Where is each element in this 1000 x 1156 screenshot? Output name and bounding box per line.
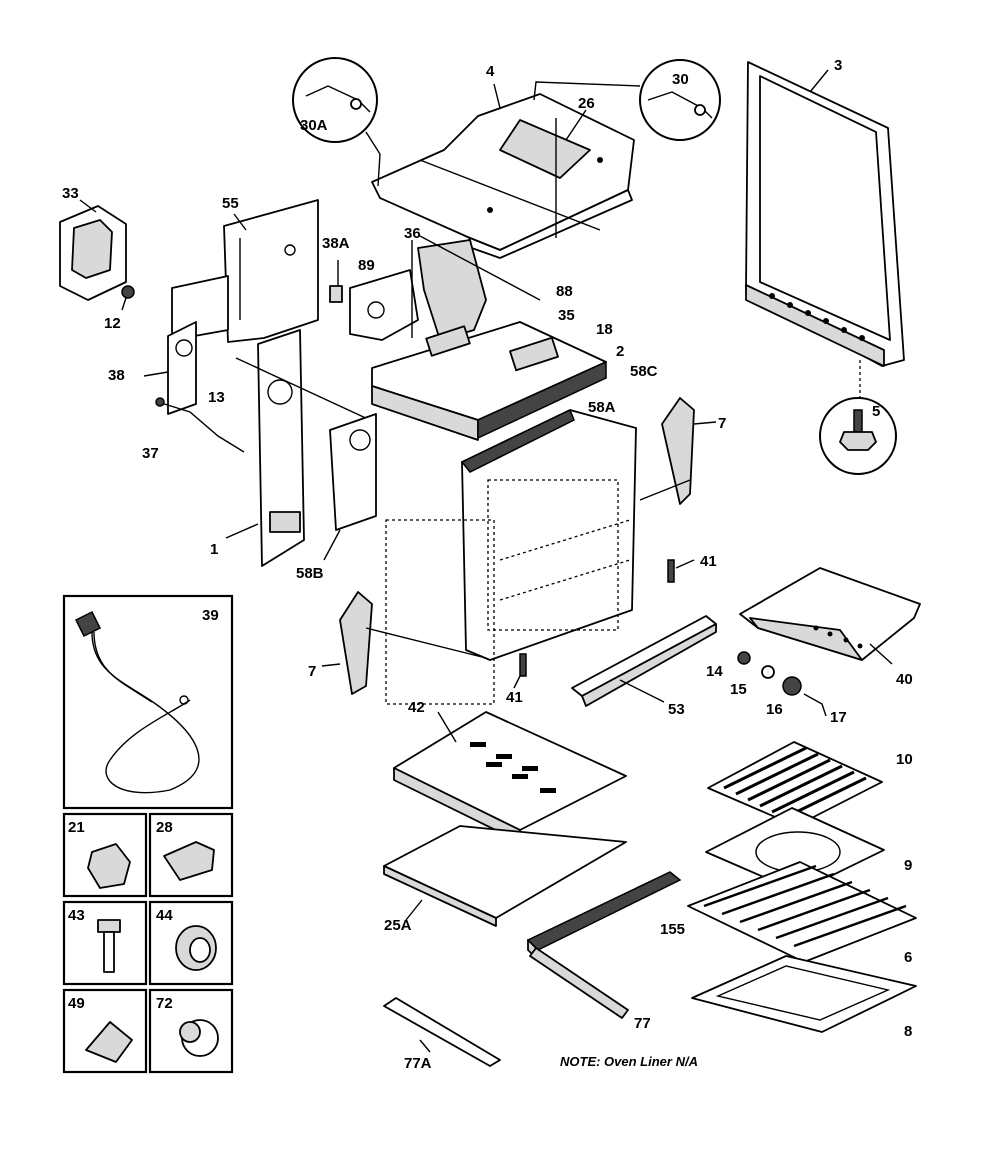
part-4-top-frame — [371, 83, 635, 259]
label-18: 18 — [596, 321, 613, 338]
part-6-oven-rack — [687, 861, 917, 963]
label-42: 42 — [408, 699, 425, 716]
label-4: 4 — [486, 63, 495, 80]
label-16: 16 — [766, 701, 783, 718]
label-72: 72 — [156, 995, 173, 1012]
part-2-cooktop — [371, 321, 607, 441]
label-44: 44 — [156, 907, 173, 924]
part-38a-clip — [329, 260, 343, 303]
label-26: 26 — [578, 95, 595, 112]
label-58a: 58A — [588, 399, 616, 416]
label-30a: 30A — [300, 117, 328, 134]
part-55-panel — [171, 199, 319, 343]
part-37-wire — [155, 397, 245, 453]
label-58b: 58B — [296, 565, 324, 582]
label-25a: 25A — [384, 917, 412, 934]
label-38a: 38A — [322, 235, 350, 252]
diagram-note: NOTE: Oven Liner N/A — [560, 1054, 698, 1069]
part-labels: 3 4 26 30 30A 33 55 12 38A 36 89 88 35 1… — [62, 57, 913, 1072]
label-1: 1 — [210, 541, 218, 558]
label-39: 39 — [202, 607, 219, 624]
label-55: 55 — [222, 195, 239, 212]
label-49: 49 — [68, 995, 85, 1012]
label-13: 13 — [208, 389, 225, 406]
label-8: 8 — [904, 1023, 912, 1040]
label-2: 2 — [616, 343, 624, 360]
label-30: 30 — [672, 71, 689, 88]
part-77a-bracket — [383, 997, 501, 1067]
part-42-shield — [393, 711, 627, 843]
part-40-broiler-panel — [739, 567, 921, 665]
part-1-side-panel — [225, 329, 371, 567]
part-30-detail — [533, 59, 721, 141]
label-3: 3 — [834, 57, 842, 74]
label-88: 88 — [556, 283, 573, 300]
label-77a: 77A — [404, 1055, 432, 1072]
part-38-bracket — [143, 321, 197, 415]
label-15: 15 — [730, 681, 747, 698]
label-58c: 58C — [630, 363, 658, 380]
part-33-bracket — [59, 199, 127, 301]
part-77-bracket — [529, 947, 629, 1019]
label-14: 14 — [706, 663, 723, 680]
part-7-hinge-upper — [639, 397, 717, 505]
label-21: 21 — [68, 819, 85, 836]
label-36: 36 — [404, 225, 421, 242]
part-41-clip-upper — [667, 559, 695, 583]
label-41-lower: 41 — [506, 689, 523, 706]
label-41-upper: 41 — [700, 553, 717, 570]
label-35: 35 — [558, 307, 575, 324]
label-33: 33 — [62, 185, 79, 202]
part-58b-insulation — [323, 413, 377, 561]
label-17: 17 — [830, 709, 847, 726]
part-8-liner — [691, 955, 917, 1033]
label-6: 6 — [904, 949, 912, 966]
part-53-rail — [571, 615, 717, 707]
part-39-power-cord — [62, 594, 234, 810]
part-25a-drawer-tray — [383, 825, 627, 927]
label-89: 89 — [358, 257, 375, 274]
label-7-upper: 7 — [718, 415, 726, 432]
oven-cavity — [385, 408, 637, 705]
label-5: 5 — [872, 403, 880, 420]
part-3-back-panel — [745, 61, 905, 367]
part-12-screw — [121, 285, 135, 311]
label-43: 43 — [68, 907, 85, 924]
part-30a-detail — [292, 57, 381, 187]
label-155: 155 — [660, 921, 685, 938]
part-10-broil-grid — [707, 741, 883, 827]
label-7-lower: 7 — [308, 663, 316, 680]
part-41-clip-lower — [513, 653, 527, 689]
part-36-89-mount — [349, 235, 541, 341]
label-53: 53 — [668, 701, 685, 718]
label-37: 37 — [142, 445, 159, 462]
label-28: 28 — [156, 819, 173, 836]
part-5-leveling-leg — [819, 360, 897, 475]
label-10: 10 — [896, 751, 913, 768]
small-part-boxes — [62, 812, 234, 1074]
label-9: 9 — [904, 857, 912, 874]
label-38: 38 — [108, 367, 125, 384]
part-7-hinge-lower — [321, 591, 487, 695]
part-155-element — [526, 871, 682, 961]
label-77: 77 — [634, 1015, 651, 1032]
part-14-17-hardware — [737, 651, 827, 717]
label-40: 40 — [896, 671, 913, 688]
label-12: 12 — [104, 315, 121, 332]
